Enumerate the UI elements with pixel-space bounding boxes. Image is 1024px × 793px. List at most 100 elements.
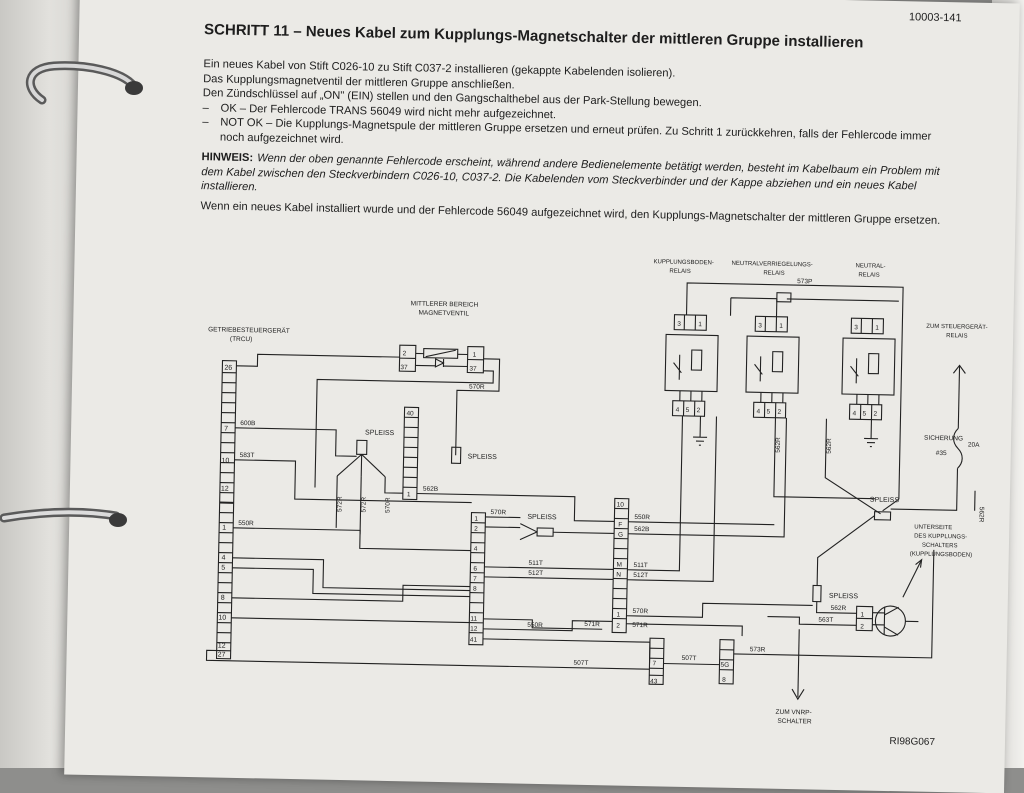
note: HINWEIS:Wenn der oben genannte Fehlercod…: [201, 150, 942, 208]
svg-text:F: F: [618, 522, 622, 529]
svg-text:8: 8: [722, 677, 726, 684]
svg-text:MAGNETVENTIL: MAGNETVENTIL: [418, 310, 469, 318]
svg-text:5: 5: [221, 565, 225, 572]
splice-upper-mid: SPLEISS: [450, 446, 498, 464]
svg-text:3: 3: [758, 322, 762, 329]
svg-text:KUPPLUNGSBODEN-: KUPPLUNGSBODEN-: [654, 259, 714, 266]
svg-text:SPLEISS: SPLEISS: [468, 454, 498, 462]
svg-text:UNTERSEITE: UNTERSEITE: [914, 525, 952, 532]
svg-text:26: 26: [224, 365, 232, 372]
svg-text:1: 1: [222, 525, 226, 532]
svg-text:573R: 573R: [750, 646, 766, 653]
svg-text:507T: 507T: [682, 655, 697, 662]
splice-lower-right: SPLEISS: [812, 584, 858, 603]
svg-text:10: 10: [221, 458, 229, 465]
svg-text:RELAIS: RELAIS: [763, 270, 784, 276]
svg-text:7: 7: [652, 660, 656, 667]
svg-text:600B: 600B: [240, 420, 255, 427]
svg-text:SICHERUNG: SICHERUNG: [924, 435, 963, 443]
svg-text:4: 4: [852, 410, 856, 417]
document-number: 10003-141: [908, 11, 962, 25]
svg-text:SPLEISS: SPLEISS: [527, 514, 557, 522]
svg-text:512T: 512T: [633, 572, 648, 579]
svg-text:570R: 570R: [469, 384, 485, 391]
svg-text:2: 2: [474, 526, 478, 533]
svg-text:2: 2: [403, 350, 407, 357]
connector-7-43: 7 43: [648, 637, 665, 685]
svg-text:573P: 573P: [797, 278, 812, 285]
svg-text:570R: 570R: [490, 509, 506, 516]
svg-text:562R: 562R: [775, 437, 782, 453]
svg-text:4: 4: [757, 408, 761, 415]
svg-text:571R: 571R: [584, 621, 600, 628]
svg-text:570R: 570R: [632, 608, 648, 615]
svg-text:8: 8: [473, 586, 477, 593]
svg-text:ZUM STEUERGERÄT-: ZUM STEUERGERÄT-: [926, 323, 987, 331]
svg-text:10: 10: [218, 615, 226, 622]
svg-text:RELAIS: RELAIS: [946, 333, 967, 339]
svg-text:43: 43: [650, 678, 658, 685]
svg-text:41: 41: [470, 637, 478, 644]
svg-text:572R: 572R: [336, 496, 343, 512]
svg-text:G: G: [618, 532, 623, 539]
svg-text:20A: 20A: [968, 442, 980, 449]
svg-text:SCHALTER: SCHALTER: [777, 718, 812, 726]
svg-text:512T: 512T: [528, 570, 543, 577]
svg-text:7: 7: [224, 426, 228, 433]
svg-text:507T: 507T: [573, 660, 588, 667]
svg-text:NEUTRALVERRIEGELUNGS-: NEUTRALVERRIEGELUNGS-: [731, 261, 812, 269]
svg-text:1: 1: [407, 491, 411, 498]
svg-text:550R: 550R: [634, 514, 650, 521]
to-ecu-relay: ZUM STEUERGERÄT- RELAIS SICHERUNG #35 20…: [890, 323, 988, 511]
svg-text:37: 37: [469, 366, 477, 373]
splice-middle: SPLEISS: [519, 514, 557, 541]
clutch-floor-relay: KUPPLUNGSBODEN- RELAIS 3 1 4 5 2: [654, 259, 719, 446]
svg-text:562B: 562B: [634, 526, 649, 533]
svg-text:1: 1: [779, 323, 783, 330]
svg-text:#35: #35: [936, 450, 947, 457]
svg-text:RELAIS: RELAIS: [858, 272, 879, 278]
clutch-floor-switch: UNTERSEITE DES KUPPLUNGS- SCHALTERS (KUP…: [855, 525, 972, 637]
wiring-diagram: GETRIEBESTEUERGERÄT (TRCU) 26 7 10 12 1 …: [205, 259, 988, 726]
svg-text:37: 37: [400, 364, 408, 371]
svg-text:5G: 5G: [720, 662, 729, 669]
to-vnrp-switch: ZUM VNRP- SCHALTER: [775, 629, 812, 726]
svg-text:5: 5: [862, 410, 866, 417]
svg-text:10: 10: [617, 502, 625, 509]
note-label: HINWEIS:: [201, 151, 254, 165]
svg-text:M: M: [616, 562, 622, 569]
svg-text:2: 2: [616, 623, 620, 630]
svg-text:11: 11: [470, 616, 477, 623]
svg-text:562R: 562R: [831, 605, 847, 612]
right-connector: 10 F G M N 1 2: [611, 497, 630, 634]
svg-text:1: 1: [875, 325, 879, 332]
svg-text:SCHALTERS: SCHALTERS: [922, 543, 958, 550]
svg-text:562B: 562B: [423, 486, 438, 493]
step-title: SCHRITT 11 – Neues Kabel zum Kupplungs-M…: [203, 21, 864, 52]
svg-text:563T: 563T: [818, 617, 833, 624]
svg-text:27: 27: [218, 652, 226, 659]
svg-text:550R: 550R: [238, 520, 254, 527]
svg-text:SPLEISS: SPLEISS: [365, 429, 395, 437]
svg-text:2: 2: [873, 411, 877, 418]
wire-labels: 600B 583T 570R 562B 550R 570R 550R 562B …: [238, 384, 985, 667]
svg-text:(KUPPLUNGSBODEN): (KUPPLUNGSBODEN): [910, 551, 972, 558]
svg-text:1: 1: [698, 321, 702, 328]
svg-text:511T: 511T: [528, 560, 543, 567]
svg-text:40: 40: [406, 410, 414, 417]
svg-text:550R: 550R: [527, 622, 543, 629]
figure-id: RI98G067: [889, 736, 936, 748]
middle-connector: 1 2 4 6 7 8 11 12 41: [468, 512, 487, 646]
svg-text:4: 4: [221, 555, 225, 562]
svg-text:7: 7: [473, 576, 477, 583]
trcu-connector: GETRIEBESTEUERGERÄT (TRCU) 26 7 10 12 1 …: [208, 325, 290, 660]
middle-range-solenoid-valve: MITTLERER BEREICH MAGNETVENTIL 2 37 1 37: [398, 300, 485, 374]
svg-text:1: 1: [860, 611, 864, 618]
svg-text:562R: 562R: [826, 438, 833, 454]
svg-text:12: 12: [470, 626, 478, 633]
svg-text:2: 2: [697, 407, 701, 414]
svg-text:(TRCU): (TRCU): [230, 336, 253, 343]
manual-page: 10003-141 SCHRITT 11 – Neues Kabel zum K…: [64, 0, 1020, 793]
svg-text:5: 5: [686, 407, 690, 414]
connector-40: 40 1: [402, 406, 420, 501]
